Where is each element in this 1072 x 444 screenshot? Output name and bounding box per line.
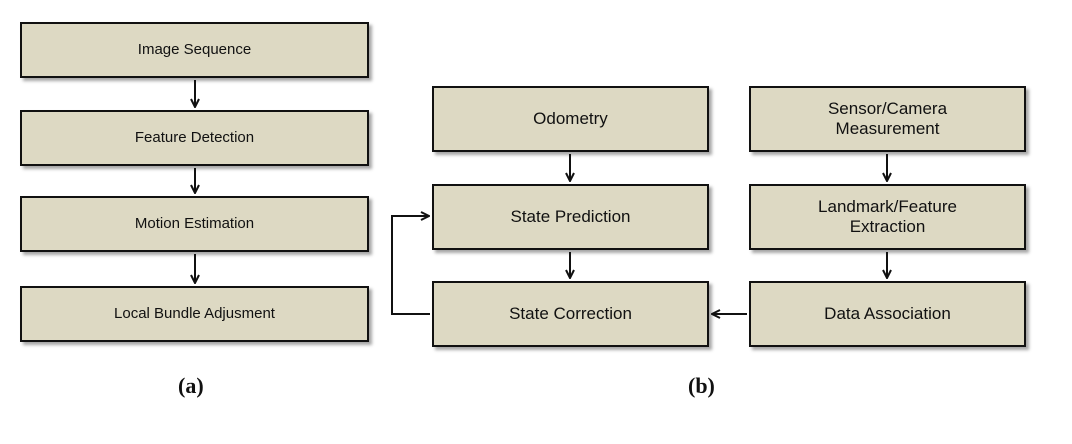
- sensor-camera-measurement-box: Sensor/Camera Measurement: [749, 86, 1026, 152]
- motion-estimation-label: Motion Estimation: [134, 215, 255, 232]
- local-bundle-adjustment-box: Local Bundle Adjusment: [20, 286, 369, 342]
- state-correction-box: State Correction: [432, 281, 709, 347]
- image-sequence-box: Image Sequence: [20, 22, 369, 78]
- data-association-box: Data Association: [749, 281, 1026, 347]
- feedback-loop-arrow: [391, 216, 430, 315]
- odometry-box: Odometry: [432, 86, 709, 152]
- state-correction-label: State Correction: [509, 303, 632, 323]
- caption-b: (b): [688, 373, 715, 398]
- image-sequence-label: Image Sequence: [137, 41, 252, 58]
- state-prediction-box: State Prediction: [432, 184, 709, 250]
- landmark-feature-extraction-label: Landmark/Feature Extraction: [818, 196, 957, 236]
- motion-estimation-box: Motion Estimation: [20, 196, 369, 252]
- feature-detection-box: Feature Detection: [20, 110, 369, 166]
- caption-a: (a): [178, 373, 204, 398]
- feature-detection-label: Feature Detection: [134, 129, 255, 146]
- local-bundle-adjustment-label: Local Bundle Adjusment: [114, 305, 275, 322]
- odometry-label: Odometry: [533, 108, 608, 128]
- sensor-camera-measurement-label: Sensor/Camera Measurement: [827, 98, 948, 138]
- data-association-label: Data Association: [824, 303, 951, 323]
- state-prediction-label: State Prediction: [510, 206, 631, 226]
- landmark-feature-extraction-box: Landmark/Feature Extraction: [749, 184, 1026, 250]
